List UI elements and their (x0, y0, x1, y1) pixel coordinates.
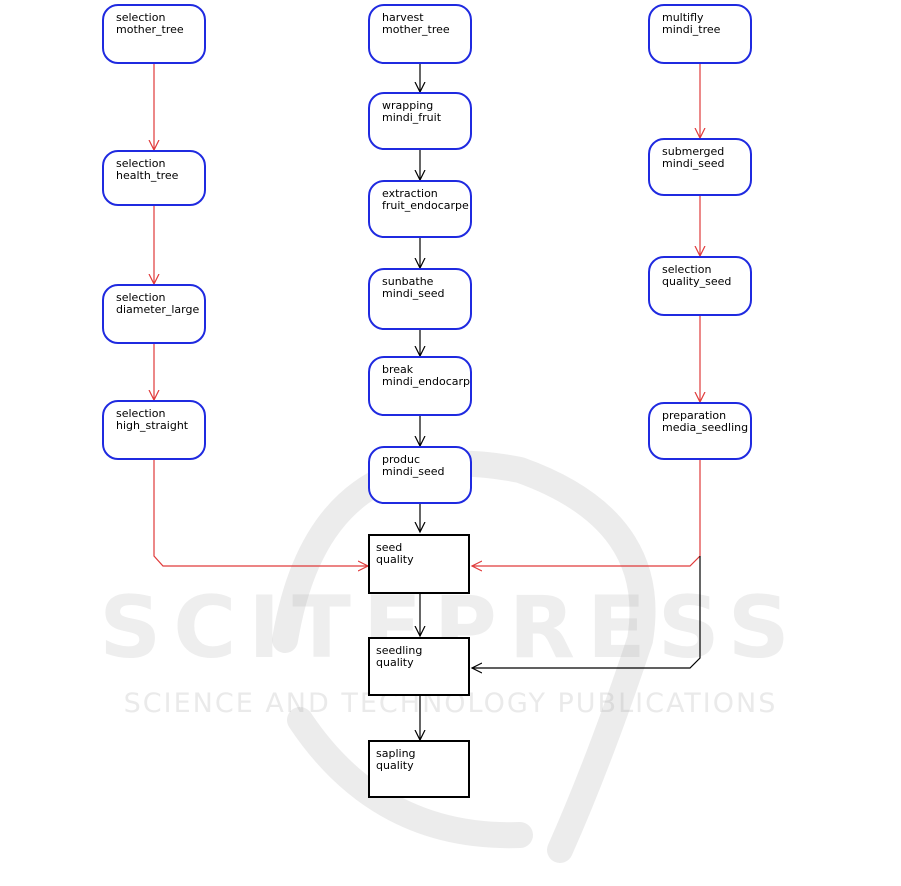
node-selection-high-straight[interactable]: selection high_straight (102, 400, 206, 460)
node-line1: extraction (382, 187, 438, 200)
node-sunbathe-mindi-seed[interactable]: sunbathe mindi_seed (368, 268, 472, 330)
node-line2: mindi_seed (382, 465, 445, 478)
node-line2: fruit_endocarpe (382, 199, 469, 212)
node-line1: selection (116, 11, 166, 24)
node-sapling-quality[interactable]: sapling quality (368, 740, 470, 798)
node-seedling-quality[interactable]: seedling quality (368, 637, 470, 696)
node-line1: produc (382, 453, 420, 466)
node-line2: media_seedling (662, 421, 749, 434)
edge-preparation-to-seedling-quality (472, 556, 701, 668)
node-line1: seedling (376, 644, 423, 657)
node-selection-health-tree[interactable]: selection health_tree (102, 150, 206, 206)
node-harvest-mother-tree[interactable]: harvest mother_tree (368, 4, 472, 64)
node-multifly-mindi-tree[interactable]: multifly mindi_tree (648, 4, 752, 64)
node-line2: mother_tree (382, 23, 450, 36)
node-submerged-mindi-seed[interactable]: submerged mindi_seed (648, 138, 752, 196)
node-line2: health_tree (116, 169, 179, 182)
edge-preparation-to-seed-quality (472, 460, 701, 566)
node-line1: sapling (376, 747, 416, 760)
node-line1: preparation (662, 409, 727, 422)
node-line2: quality_seed (662, 275, 732, 288)
node-break-mindi-endocarp[interactable]: break mindi_endocarp (368, 356, 472, 416)
node-line2: quality (376, 656, 414, 669)
node-line2: quality (376, 553, 414, 566)
node-extraction-fruit-endocarpe[interactable]: extraction fruit_endocarpe (368, 180, 472, 238)
node-line2: mindi_seed (662, 157, 725, 170)
node-line1: selection (116, 291, 166, 304)
node-line1: selection (116, 157, 166, 170)
node-line1: multifly (662, 11, 704, 24)
node-line1: selection (116, 407, 166, 420)
node-seed-quality[interactable]: seed quality (368, 534, 470, 594)
node-line2: mindi_tree (662, 23, 721, 36)
node-selection-mother-tree[interactable]: selection mother_tree (102, 4, 206, 64)
node-line1: break (382, 363, 414, 376)
node-line2: mindi_endocarp (382, 375, 471, 388)
node-line2: quality (376, 759, 414, 772)
node-line2: mother_tree (116, 23, 184, 36)
node-line1: selection (662, 263, 712, 276)
edge-high-to-seed-quality (153, 460, 368, 566)
node-line1: submerged (662, 145, 725, 158)
node-line2: mindi_seed (382, 287, 445, 300)
node-line1: seed (376, 541, 403, 554)
node-selection-diameter-large[interactable]: selection diameter_large (102, 284, 206, 344)
node-selection-quality-seed[interactable]: selection quality_seed (648, 256, 752, 316)
node-line1: wrapping (382, 99, 434, 112)
node-line2: high_straight (116, 419, 189, 432)
node-produc-mindi-seed[interactable]: produc mindi_seed (368, 446, 472, 504)
node-line1: sunbathe (382, 275, 434, 288)
node-line2: mindi_fruit (382, 111, 442, 124)
node-line1: harvest (382, 11, 424, 24)
node-line2: diameter_large (116, 303, 200, 316)
node-wrapping-mindi-fruit[interactable]: wrapping mindi_fruit (368, 92, 472, 150)
node-preparation-media-seedling[interactable]: preparation media_seedling (648, 402, 752, 460)
